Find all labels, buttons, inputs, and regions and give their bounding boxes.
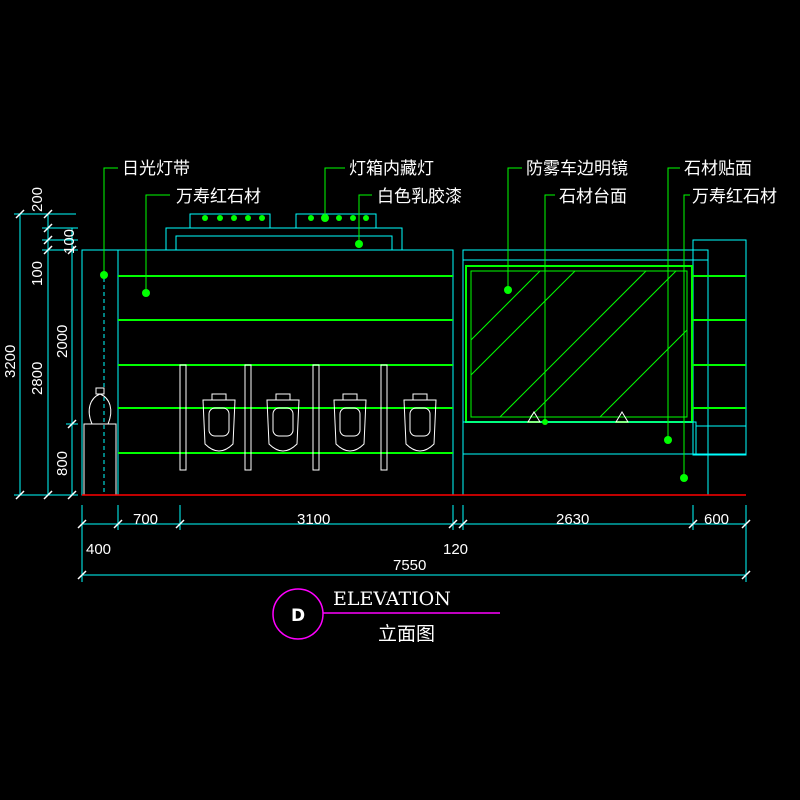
label-wanshou-red-stone-right: 万寿红石材: [692, 187, 777, 207]
label-antifog-mirror: 防雾车边明镜: [526, 159, 628, 179]
label-daylight-strip: 日光灯带: [122, 159, 190, 179]
urinal: [333, 393, 367, 452]
title-block: D ELEVATION 立面图: [272, 588, 500, 645]
urinal: [403, 393, 437, 452]
dim-3200: 3200: [2, 345, 19, 378]
dim-800: 800: [54, 451, 71, 476]
dim-total-7550: 7550: [393, 557, 426, 574]
dim-600: 600: [704, 511, 729, 528]
dim-120: 120: [443, 541, 468, 558]
horizontal-dimension-lines: [81, 505, 747, 582]
label-wanshou-red-stone-left: 万寿红石材: [176, 187, 261, 207]
label-white-latex-paint: 白色乳胶漆: [377, 187, 462, 207]
mirror: [465, 265, 693, 423]
vase-stand: [83, 387, 117, 496]
dim-100-top: 100: [61, 229, 78, 254]
urinals: [202, 393, 437, 452]
right-wall: [462, 239, 747, 496]
vertical-dimension-lines: [14, 213, 78, 496]
dim-3100: 3100: [297, 511, 330, 528]
title-tag: D: [291, 606, 305, 626]
countertop: [462, 411, 747, 455]
dim-2630: 2630: [556, 511, 589, 528]
urinal: [202, 393, 236, 452]
dim-2000: 2000: [54, 325, 71, 358]
title-chinese: 立面图: [378, 623, 435, 645]
leaders: [103, 167, 690, 478]
dim-2800: 2800: [29, 362, 46, 395]
label-lightbox-hidden-light: 灯箱内藏灯: [349, 159, 434, 179]
lightbox-lamps: [202, 215, 369, 221]
horizontal-ticks: [77, 519, 751, 580]
leader-dots: [100, 214, 688, 482]
vertical-ticks: [15, 209, 77, 500]
urinal: [266, 393, 300, 452]
title-tag-circle: [272, 588, 324, 640]
left-wall: [81, 213, 454, 496]
label-stone-facing: 石材贴面: [684, 159, 752, 179]
dim-700: 700: [133, 511, 158, 528]
dim-400: 400: [86, 541, 111, 558]
dim-100: 100: [29, 261, 46, 286]
dim-200: 200: [29, 187, 46, 212]
label-stone-countertop: 石材台面: [559, 187, 627, 207]
urinal-partitions: [179, 364, 388, 471]
title-english: ELEVATION: [333, 588, 451, 610]
